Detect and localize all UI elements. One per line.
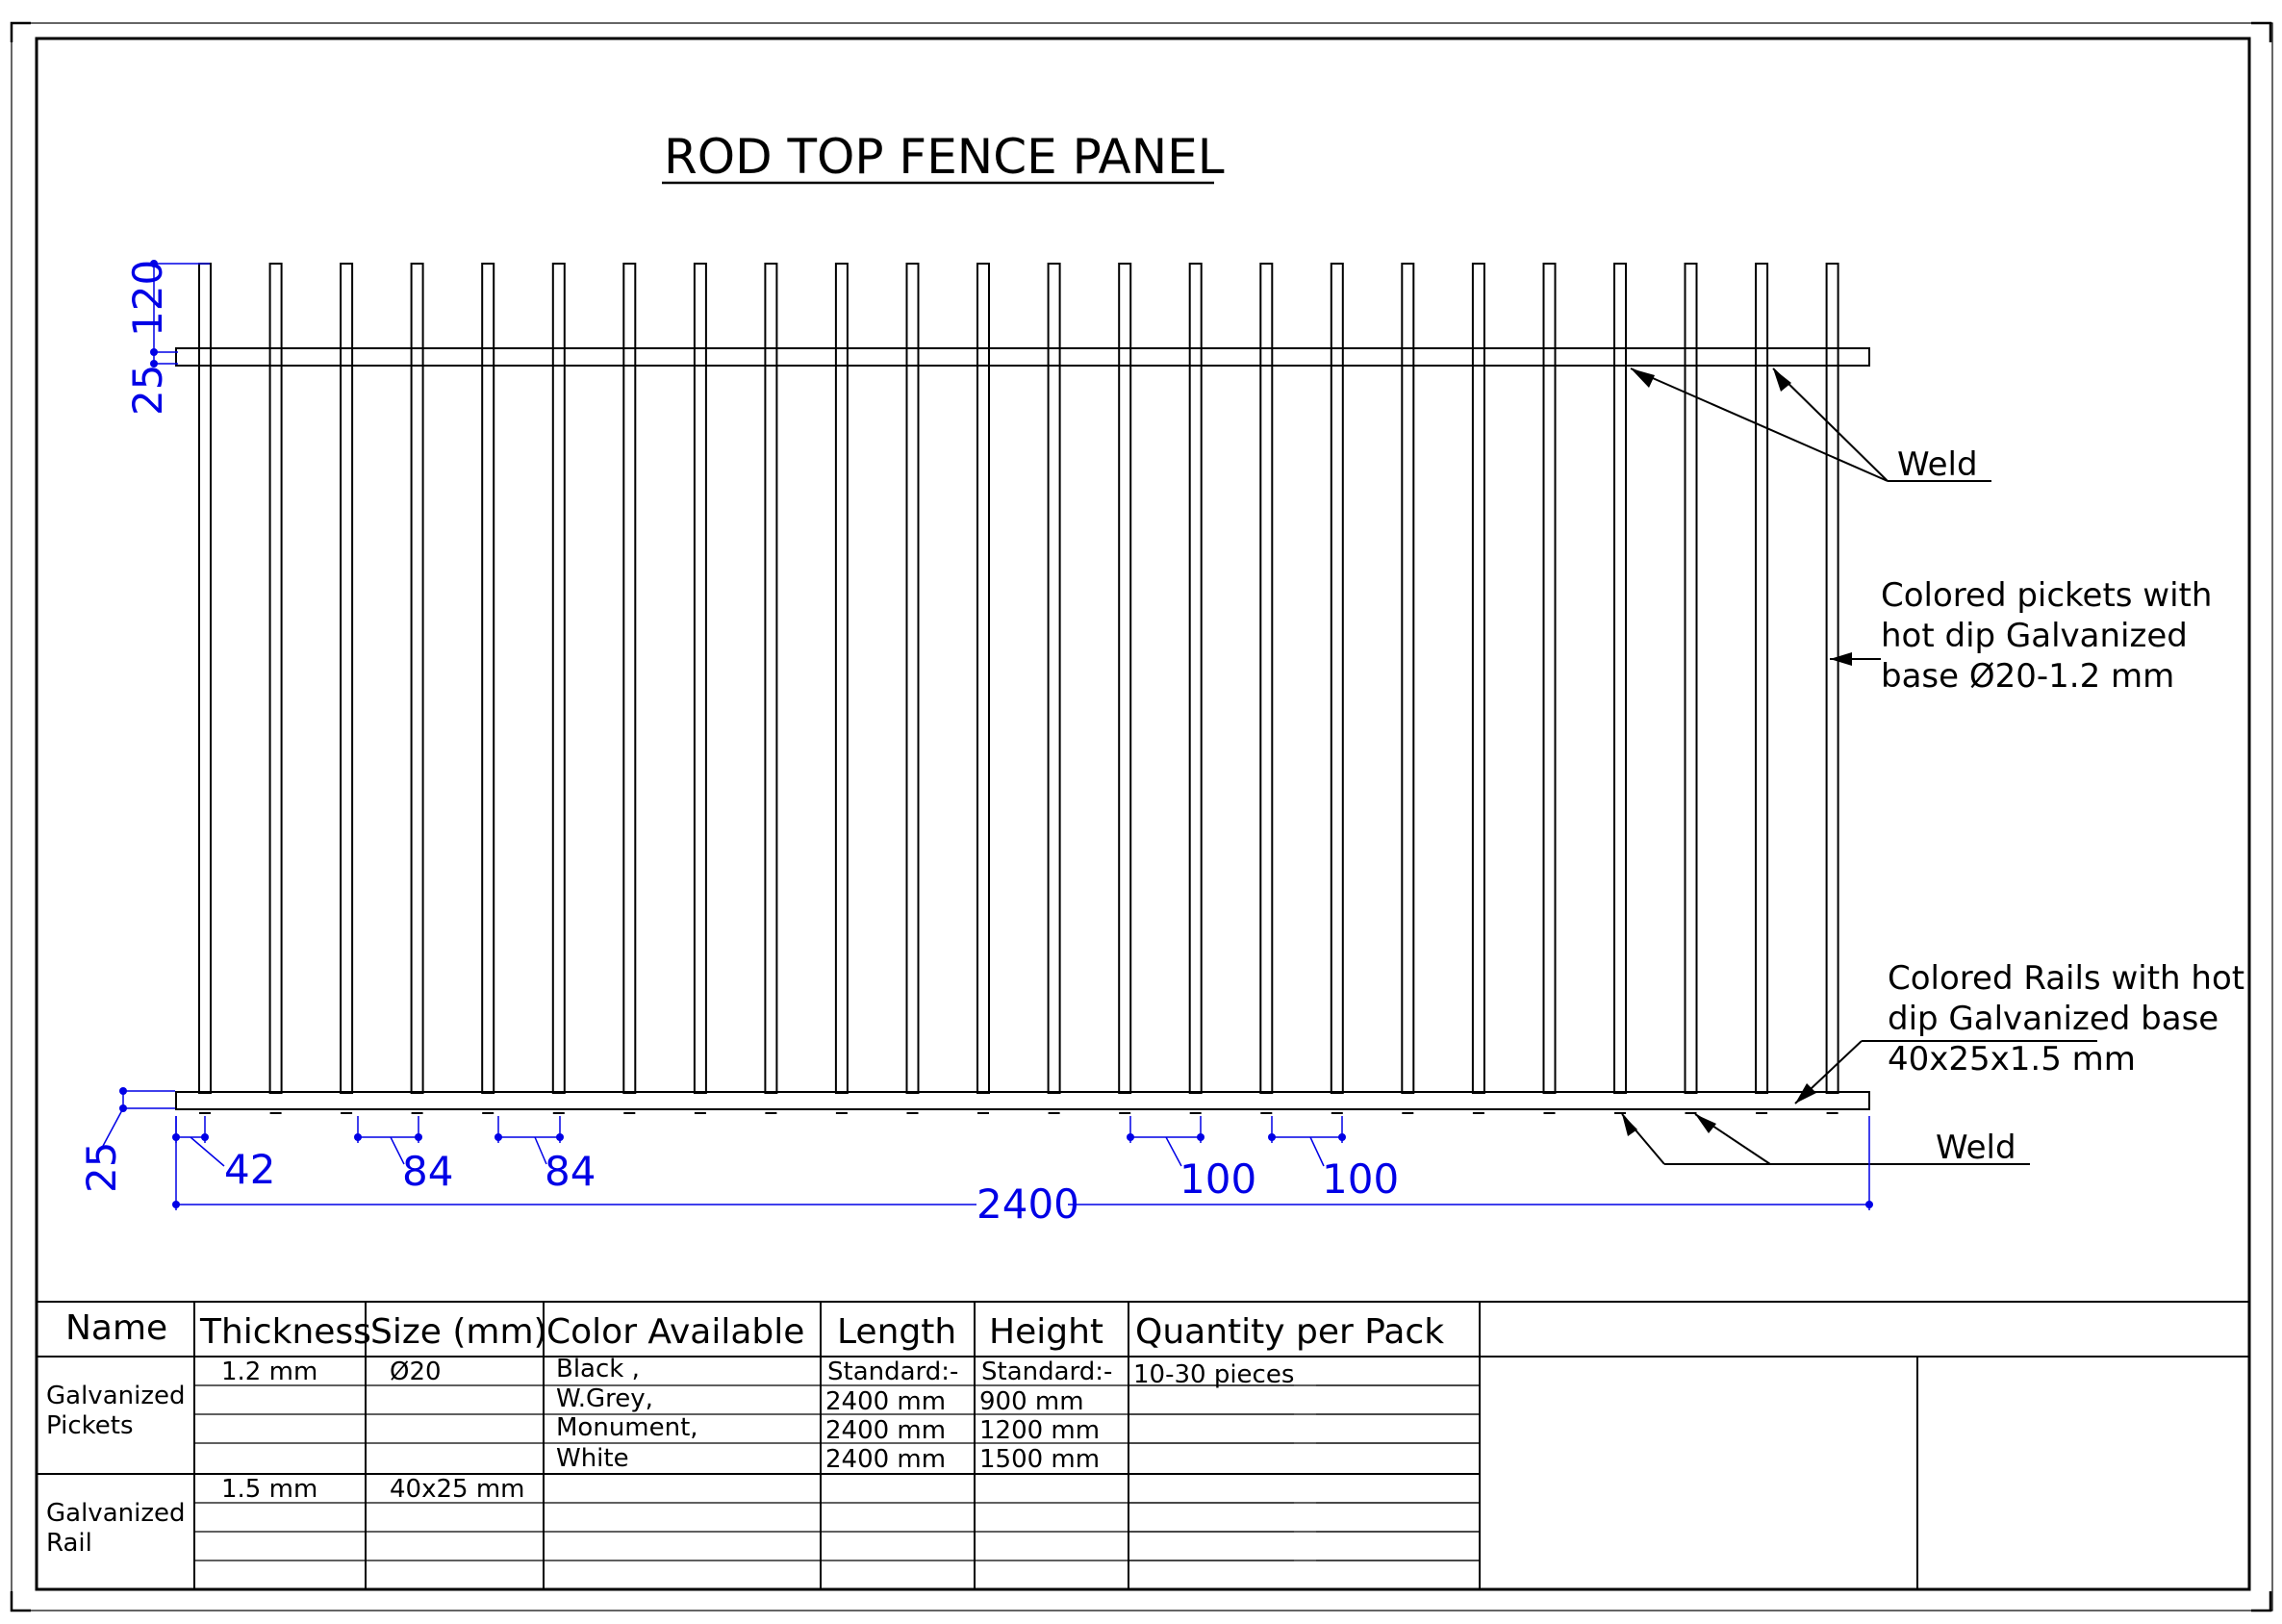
picket (1471, 263, 1485, 1094)
pickets-color-1: Black , (556, 1355, 640, 1383)
dim-top-picket: 120 (124, 260, 171, 337)
pickets-name-1: Galvanized (46, 1382, 185, 1410)
pickets-height-2: 900 mm (979, 1387, 1084, 1416)
picket (976, 263, 990, 1094)
pickets-color-2: W.Grey, (556, 1384, 653, 1413)
sheet-frame (10, 21, 2273, 1612)
pickets-height-4: 1500 mm (979, 1445, 1100, 1474)
spec-table: Name Thickness Size (mm) Color Available… (37, 1301, 2249, 1589)
rail-thickness: 1.5 mm (221, 1475, 317, 1504)
pickets-name-2: Pickets (46, 1411, 134, 1440)
dim-spacing-d: 100 (1322, 1155, 1399, 1203)
dim-rail-top: 25 (124, 365, 171, 416)
picket (1047, 263, 1061, 1094)
pickets-height-3: 1200 mm (979, 1416, 1100, 1445)
top-rail (175, 347, 1870, 367)
pickets-note-line-2: hot dip Galvanized (1881, 617, 2188, 655)
rail-name-2: Rail (46, 1529, 92, 1558)
rails-note-line-3: 40x25x1.5 mm (1888, 1040, 2136, 1078)
picket (1542, 263, 1557, 1094)
picket (340, 263, 354, 1094)
pickets-quantity: 10-30 pieces (1133, 1360, 1294, 1389)
picket (1825, 263, 1839, 1094)
pickets-size: Ø20 (390, 1358, 442, 1386)
pickets-length-2: 2400 mm (825, 1387, 946, 1416)
picket (551, 263, 566, 1094)
pickets-note: Colored pickets with hot dip Galvanized … (1830, 576, 2212, 696)
picket (268, 263, 283, 1094)
header-quantity: Quantity per Pack (1135, 1312, 1444, 1352)
dim-spacing-a: 84 (402, 1148, 453, 1195)
header-size: Size (mm) (370, 1312, 547, 1352)
dim-rail-bottom: 25 (78, 1142, 125, 1193)
dimensions: 120 25 25 42 84 84 (78, 260, 1873, 1228)
pickets-length-1: Standard:- (827, 1358, 958, 1386)
picket (1188, 263, 1203, 1094)
picket (1330, 263, 1344, 1094)
weld-top-label: Weld (1897, 445, 1978, 484)
pickets-height-1: Standard:- (981, 1358, 1112, 1386)
pickets-color-3: Monument, (556, 1413, 698, 1442)
picket (622, 263, 637, 1094)
pickets-length-4: 2400 mm (825, 1445, 946, 1474)
pickets-color-4: White (556, 1444, 629, 1473)
header-height: Height (989, 1312, 1103, 1352)
pickets-length-3: 2400 mm (825, 1416, 946, 1445)
picket (1118, 263, 1132, 1094)
bottom-rail (175, 1091, 1870, 1110)
dim-overall-length: 2400 (976, 1180, 1079, 1228)
header-length: Length (837, 1312, 956, 1352)
pickets-thickness: 1.2 mm (221, 1358, 317, 1386)
picket (1755, 263, 1769, 1094)
weld-bottom-label: Weld (1936, 1129, 2016, 1167)
quantity-blank-lines (1128, 1384, 1480, 1561)
rails-note-line-2: dip Galvanized base (1888, 1000, 2219, 1038)
picket (410, 263, 424, 1094)
pickets-note-line-3: base Ø20-1.2 mm (1881, 657, 2174, 696)
picket (1259, 263, 1274, 1094)
picket (1684, 263, 1698, 1094)
weld-top-leader: Weld (1630, 368, 1991, 484)
dim-spacing-b: 84 (545, 1148, 596, 1195)
dim-spacing-c: 100 (1179, 1155, 1256, 1203)
picket (905, 263, 920, 1094)
header-color: Color Available (546, 1312, 804, 1352)
picket (834, 263, 849, 1094)
pickets (198, 263, 1839, 1094)
weld-bottom-leader: Weld (1621, 1113, 2030, 1167)
dim-end-offset: 42 (224, 1146, 275, 1193)
rails-note-line-1: Colored Rails with hot (1888, 959, 2244, 998)
pickets-note-line-1: Colored pickets with (1881, 576, 2212, 615)
header-thickness: Thickness (199, 1312, 371, 1352)
picket (693, 263, 707, 1094)
rail-name-1: Galvanized (46, 1499, 185, 1528)
drawing-title: ROD TOP FENCE PANEL (664, 129, 1225, 185)
header-name: Name (65, 1308, 167, 1348)
picket (1613, 263, 1627, 1094)
picket (764, 263, 778, 1094)
picket (481, 263, 495, 1094)
rail-size: 40x25 mm (390, 1475, 524, 1504)
picket (198, 263, 212, 1094)
fence-panel (175, 263, 1870, 1114)
rails-note: Colored Rails with hot dip Galvanized ba… (1794, 959, 2244, 1104)
picket (1401, 263, 1415, 1094)
